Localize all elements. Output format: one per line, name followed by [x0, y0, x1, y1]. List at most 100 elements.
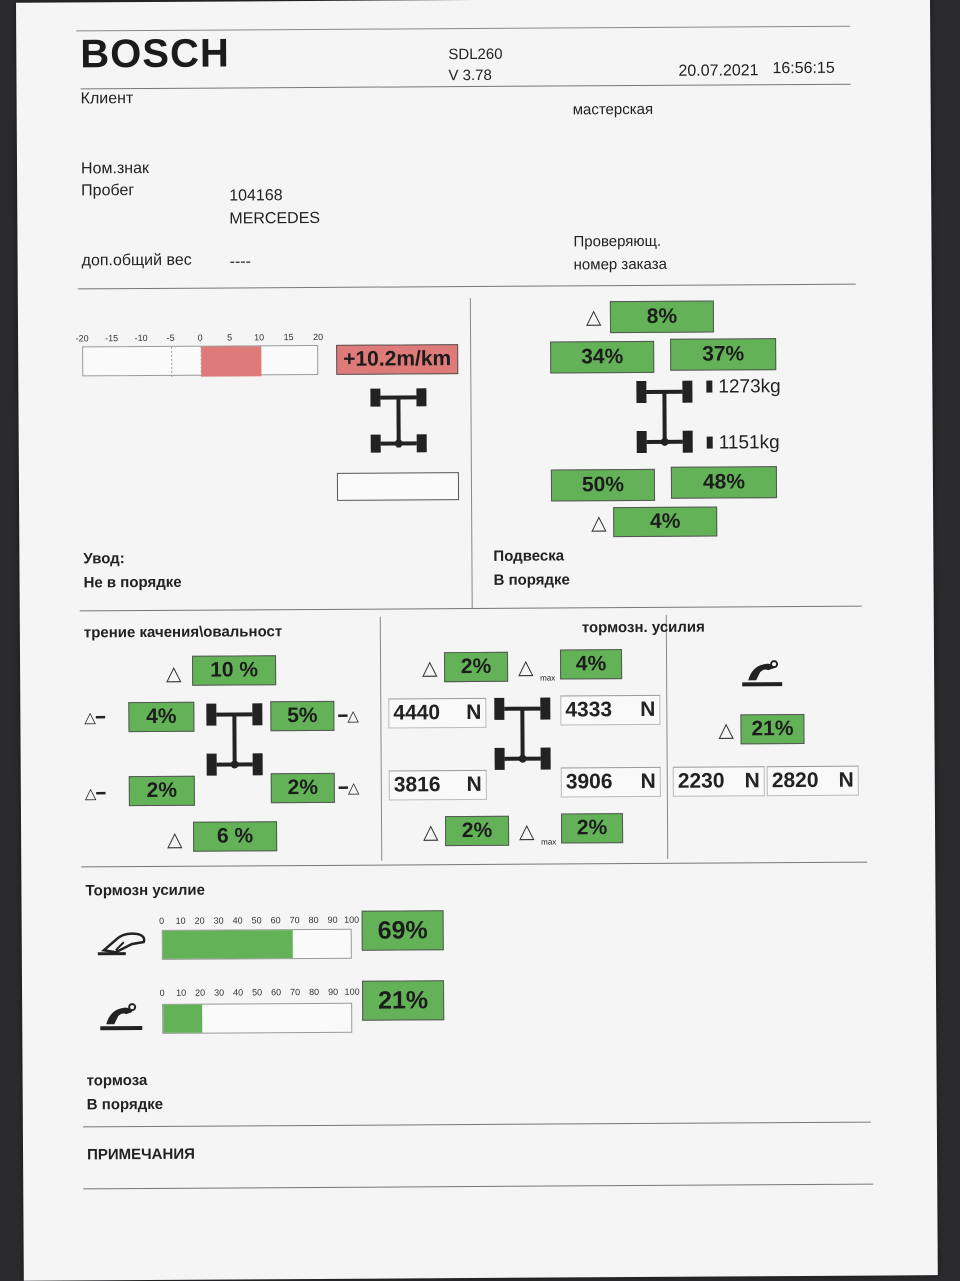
brake-rear-diff: 2% — [445, 816, 509, 846]
susp-rear-right: 48% — [671, 466, 777, 499]
section-rule-4 — [83, 1122, 871, 1128]
gross-weight-label: доп.общий вес — [82, 252, 192, 271]
brake-rear-left-value: 3816 — [394, 773, 441, 797]
brake-front-diff: 2% — [444, 652, 508, 682]
unit-label: N — [466, 701, 481, 725]
brake-front-left: 4440 N — [388, 698, 486, 729]
scale-tick-label: 90 — [328, 915, 338, 925]
susp-front-left: 34% — [550, 341, 654, 374]
toe-value-box: +10.2m/km — [336, 344, 458, 375]
service-brake-bar-fill — [163, 930, 293, 959]
brand-logo: BOSCH — [80, 31, 230, 77]
mileage-label: Пробег — [81, 182, 134, 200]
wheel-icon: △━ — [84, 708, 105, 726]
scale-tick-label: 60 — [271, 987, 281, 997]
service-brake-value: 69% — [362, 910, 444, 951]
delta-triangle-icon: △ — [519, 822, 535, 842]
delta-triangle-icon: △ — [586, 307, 602, 327]
brakes-label: тормоза — [87, 1072, 148, 1089]
workshop-label: мастерская — [573, 101, 654, 118]
suspension-status: В порядке — [493, 571, 569, 588]
report-time: 16:56:15 — [772, 60, 834, 78]
section-divider-3 — [666, 615, 668, 859]
delta-triangle-icon: △ — [518, 658, 534, 678]
scale-tick-label: -5 — [167, 333, 175, 343]
toe-label: Увод: — [83, 550, 124, 567]
scale-tick-label: 100 — [345, 987, 360, 997]
axle-diagram-icon — [204, 701, 264, 777]
rolling-front-diff: 10 % — [192, 655, 276, 686]
unit-label: N — [640, 698, 655, 722]
axle-diagram-icon — [634, 379, 694, 457]
report-date: 20.07.2021 — [678, 62, 758, 80]
notes-title: ПРИМЕЧАНИЯ — [87, 1146, 195, 1164]
rolling-title: трение качения\овальност — [84, 623, 282, 641]
scale-tick-label: 80 — [309, 915, 319, 925]
section-divider-2 — [380, 617, 382, 861]
scale-tick-label: 80 — [309, 987, 319, 997]
suspension-label: Подвеска — [493, 547, 564, 564]
brake-effort-title: Тормозн усилие — [85, 882, 205, 900]
hand-brake-icon — [96, 998, 152, 1034]
rolling-rear-left: 2% — [129, 776, 195, 806]
device-version: V 3.78 — [448, 67, 491, 84]
susp-front-right: 37% — [670, 338, 776, 371]
park-brake-bar-fill — [163, 1005, 203, 1033]
delta-triangle-icon: △ — [423, 822, 439, 842]
scale-tick-label: 0 — [159, 916, 164, 926]
order-label: номер заказа — [574, 256, 667, 274]
toe-scale-bar — [82, 345, 318, 376]
scale-tick-label: 20 — [195, 988, 205, 998]
scale-tick-label: 40 — [233, 915, 243, 925]
scale-tick-label: 50 — [252, 915, 262, 925]
scale-tick-label: 30 — [214, 916, 224, 926]
rolling-front-left: 4% — [128, 702, 194, 732]
scale-tick-label: 10 — [254, 332, 264, 342]
client-label: Клиент — [81, 90, 134, 108]
toe-scale-svg — [83, 346, 319, 377]
scale-tick-label: 0 — [160, 988, 165, 998]
scale-tick-label: 5 — [227, 332, 232, 342]
section-rule-5 — [83, 1184, 873, 1190]
unit-label: N — [467, 773, 482, 797]
section-rule-1 — [78, 284, 856, 290]
axle-diagram-icon — [368, 384, 428, 464]
park-brake-left-value: 2230 — [678, 769, 725, 793]
rolling-front-right: 5% — [270, 701, 334, 731]
section-rule-3 — [81, 862, 867, 868]
toe-status: Не в порядке — [84, 574, 182, 592]
inspector-label: Проверяющ. — [573, 233, 661, 251]
brake-rear-right: 3906 N — [561, 767, 661, 798]
scale-tick-label: 30 — [214, 988, 224, 998]
unit-label: N — [745, 769, 760, 793]
brake-front-right: 4333 N — [560, 695, 660, 726]
mileage-value: 104168 — [229, 187, 282, 205]
scale-tick-label: -20 — [76, 333, 89, 343]
test-report-sheet: BOSCH SDL260 V 3.78 20.07.2021 16:56:15 … — [16, 0, 938, 1281]
unit-label: N — [839, 769, 854, 793]
delta-triangle-icon: △ — [422, 658, 438, 678]
park-brake-left: 2230 N — [673, 766, 765, 797]
scale-tick-label: 90 — [328, 987, 338, 997]
delta-triangle-icon: △ — [167, 830, 183, 850]
toe-empty-box — [337, 472, 459, 501]
scale-tick-label: -10 — [135, 333, 148, 343]
scale-tick-label: 50 — [252, 987, 262, 997]
park-brake-value: 21% — [362, 980, 444, 1021]
max-subscript: max — [541, 838, 556, 847]
wheel-icon: ━△ — [339, 779, 360, 797]
brake-rear-right-value: 3906 — [566, 770, 613, 794]
scale-tick-label: 10 — [176, 988, 186, 998]
max-subscript: max — [540, 674, 555, 683]
susp-front-diff: 8% — [610, 301, 714, 334]
brake-forces-title: тормозн. усилия — [582, 619, 705, 637]
rolling-rear-diff: 6 % — [193, 821, 277, 852]
header-rule — [81, 84, 851, 90]
section-divider-1 — [470, 298, 473, 608]
susp-rear-diff: 4% — [613, 507, 717, 538]
brake-front-right-value: 4333 — [565, 698, 612, 722]
scale-tick-label: 40 — [233, 987, 243, 997]
delta-triangle-icon: △ — [718, 720, 734, 740]
